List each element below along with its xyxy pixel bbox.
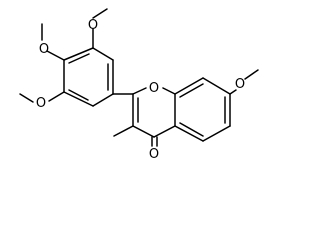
bond [202, 77, 231, 95]
bond [244, 69, 259, 80]
methoxy-substituents-left [19, 8, 108, 103]
bond [46, 50, 65, 61]
structure-canvas: O O O O O O [19, 8, 259, 162]
bond [202, 125, 231, 142]
bond [229, 89, 237, 95]
bond [92, 47, 114, 61]
bond [153, 125, 176, 138]
carbonyl-oxygen-label: O [149, 147, 159, 162]
oxygen-label-upper-left: O [39, 42, 49, 57]
bond [162, 87, 176, 95]
bond [63, 47, 94, 61]
benzo-ring [174, 69, 259, 142]
bond [92, 8, 108, 19]
pyranone-ring [113, 87, 176, 147]
oxygen-label-top: O [88, 18, 98, 33]
bond [19, 93, 34, 103]
ring-oxygen-label: O [149, 81, 159, 96]
methyl-bond [113, 125, 134, 137]
double-bond-inner [68, 89, 89, 101]
bond [174, 77, 204, 95]
bond [132, 87, 147, 95]
oxygen-label-right: O [235, 77, 245, 92]
atom-labels: O O O O O O [36, 18, 245, 162]
bond [63, 91, 94, 107]
bond [48, 91, 65, 102]
bond [174, 125, 204, 142]
bond [92, 93, 114, 107]
skeletal-formula: O O O O O O [19, 8, 259, 162]
double-bond-inner [179, 83, 204, 98]
oxygen-label-lower-left: O [36, 96, 46, 111]
bond [132, 125, 155, 138]
double-bond-inner [68, 53, 90, 64]
trimethoxyphenyl-ring [63, 47, 114, 107]
double-bond-inner [179, 122, 204, 137]
